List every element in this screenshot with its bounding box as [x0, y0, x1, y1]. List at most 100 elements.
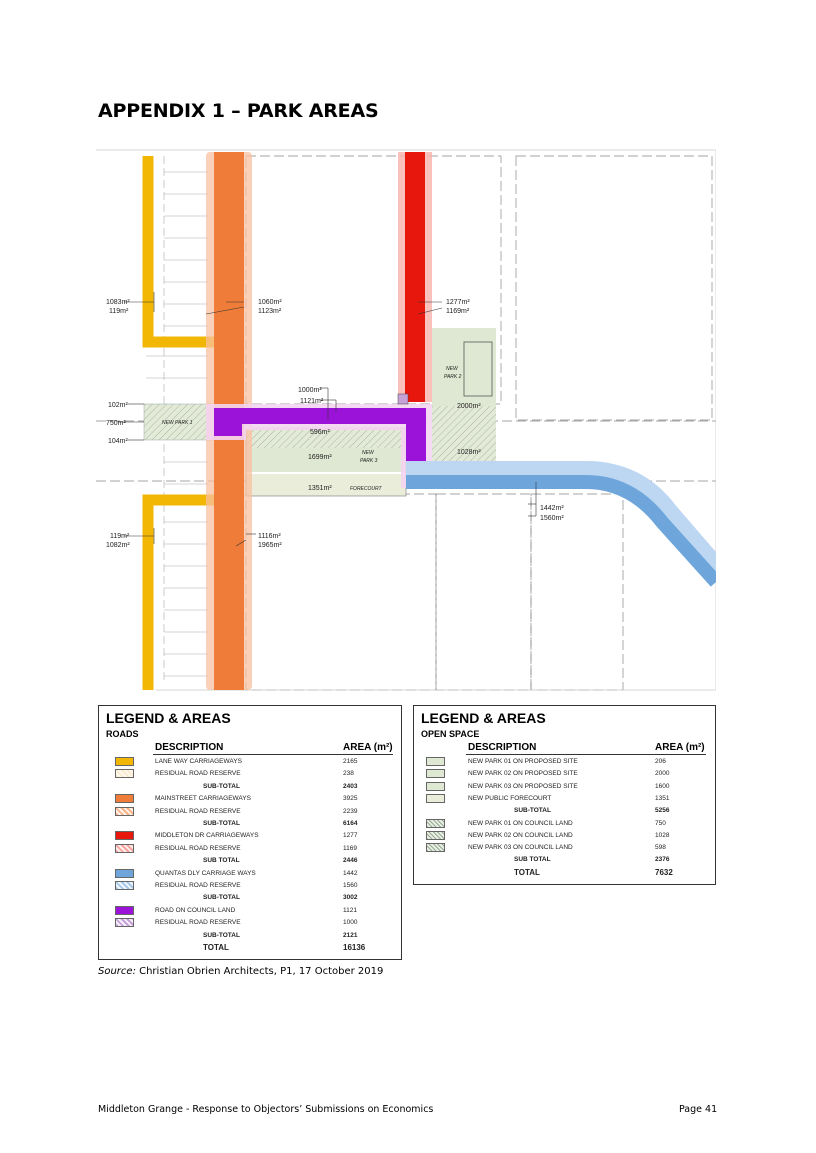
forecourt [246, 474, 406, 496]
park-2-building [463, 341, 493, 397]
legend-roads-col-desc: DESCRIPTION [155, 742, 224, 753]
legend-swatch [115, 843, 134, 853]
legend-row-area: 2403 [343, 782, 358, 790]
legend-roads-subtitle: ROADS [106, 729, 139, 739]
legend-row: NEW PARK 03 ON PROPOSED SITE 1600 [414, 781, 715, 793]
legend-row-description: SUB-TOTAL [203, 931, 240, 939]
footer-page-number: Page 41 [679, 1104, 718, 1115]
legend-open-subtitle: OPEN SPACE [421, 729, 480, 739]
label-1083: 1083m² [106, 299, 130, 306]
legend-row-description: RESIDUAL ROAD RESERVE [155, 807, 241, 815]
new-park-1 [143, 403, 215, 441]
legend-swatch [115, 868, 134, 878]
new-park-3-proposed [246, 448, 406, 472]
legend-open-header-rule [466, 754, 706, 755]
label-1965: 1965m² [258, 542, 282, 549]
legend-roads-header-rule [153, 754, 393, 755]
label-2000: 2000m² [457, 403, 481, 410]
middleton-carriageway [405, 152, 425, 402]
legend-row-description: RESIDUAL ROAD RESERVE [155, 919, 241, 927]
legend-row-description: SUB-TOTAL [203, 782, 240, 790]
legend-row-area: 1000 [343, 919, 358, 927]
legend-swatch [115, 905, 134, 915]
legend-open-col-area: AREA (m²) [655, 742, 705, 753]
forecourt-label: FORECOURT [350, 486, 383, 492]
legend-row-area: 1600 [655, 782, 670, 790]
legend-row-area: 2121 [343, 931, 358, 939]
label-1560: 1560m² [540, 515, 564, 522]
legend-swatch [426, 769, 445, 779]
legend-row-area: 1028 [655, 831, 670, 839]
legend-swatch [115, 918, 134, 928]
label-119a: 119m² [109, 308, 129, 315]
label-1121: 1121m² [300, 398, 324, 405]
legend-row: SUB-TOTAL 2403 [99, 781, 401, 793]
label-750: 750m² [106, 420, 127, 427]
laneway-lots [146, 156, 208, 682]
laneway-north [142, 156, 214, 348]
legend-roads-col-area: AREA (m²) [343, 742, 393, 753]
legend-row-description: SUB TOTAL [203, 857, 240, 865]
label-102: 102m² [108, 402, 129, 409]
legend-row-description: SUB-TOTAL [514, 807, 551, 815]
label-1277: 1277m² [446, 299, 470, 306]
legend-row-area: 7632 [655, 867, 673, 877]
legend-open-col-desc: DESCRIPTION [468, 742, 537, 753]
legend-row-area: 1442 [343, 869, 358, 877]
legend-row-area: 2165 [343, 758, 358, 765]
legend-row-description: SUB-TOTAL [203, 820, 240, 827]
legend-swatch [426, 843, 445, 853]
legend-swatch [426, 793, 445, 803]
legend-row-description: NEW PUBLIC FORECOURT [468, 794, 552, 802]
legend-row-description: SUB TOTAL [514, 856, 551, 864]
legend-row-description: NEW PARK 03 ON COUNCIL LAND [468, 844, 573, 852]
legend-row: SUB TOTAL 2446 [99, 855, 401, 867]
council-road-reserve [206, 404, 432, 488]
laneway-south [142, 494, 214, 690]
label-1169: 1169m² [446, 308, 470, 315]
legend-row: ROAD ON COUNCIL LAND 1121 [99, 905, 401, 917]
legend-row-area: 1121 [343, 906, 357, 914]
source-note: Source: Christian Obrien Architects, P1,… [98, 966, 383, 977]
label-1000: 1000m² [298, 387, 322, 394]
legend-row-area: 2446 [343, 857, 358, 865]
label-1060: 1060m² [258, 299, 282, 306]
site-plan-image: 1083m² 119m² 1060m² 1123m² 1277m² 1169m²… [96, 142, 716, 694]
legend-row-description: RESIDUAL ROAD RESERVE [155, 844, 241, 852]
legend-open-space: LEGEND & AREAS OPEN SPACE DESCRIPTION AR… [413, 705, 716, 885]
legend-row-area: 3002 [343, 894, 358, 902]
legend-row-area: 6164 [343, 820, 358, 827]
source-prefix: Source: [98, 966, 136, 977]
legend-row-description: NEW PARK 03 ON PROPOSED SITE [468, 782, 578, 790]
legend-row-description: ROAD ON COUNCIL LAND [155, 906, 236, 914]
legend-row-area: 1560 [343, 882, 358, 889]
legend-row: SUB-TOTAL 2121 [99, 930, 401, 942]
legend-row: SUB-TOTAL 6164 [99, 818, 401, 830]
legend-swatch [426, 818, 445, 828]
legend-row-description: NEW PARK 01 ON PROPOSED SITE [468, 758, 578, 765]
label-1442: 1442m² [540, 505, 564, 512]
legend-row-description: RESIDUAL ROAD RESERVE [155, 770, 241, 778]
source-text: Christian Obrien Architects, P1, 17 Octo… [135, 966, 384, 977]
label-1116: 1116m² [258, 533, 281, 540]
legend-open-title: LEGEND & AREAS [421, 710, 546, 726]
legend-row-area: 2000 [655, 770, 670, 778]
legend-row: RESIDUAL ROAD RESERVE 1000 [99, 917, 401, 929]
label-119b: 119m² [110, 533, 130, 540]
legend-row-description: TOTAL [203, 943, 229, 952]
park-1-label: NEW PARK 1 [162, 420, 193, 426]
new-park-2-council [432, 406, 496, 470]
legend-swatch [426, 830, 445, 840]
new-park-3-council [246, 428, 406, 448]
